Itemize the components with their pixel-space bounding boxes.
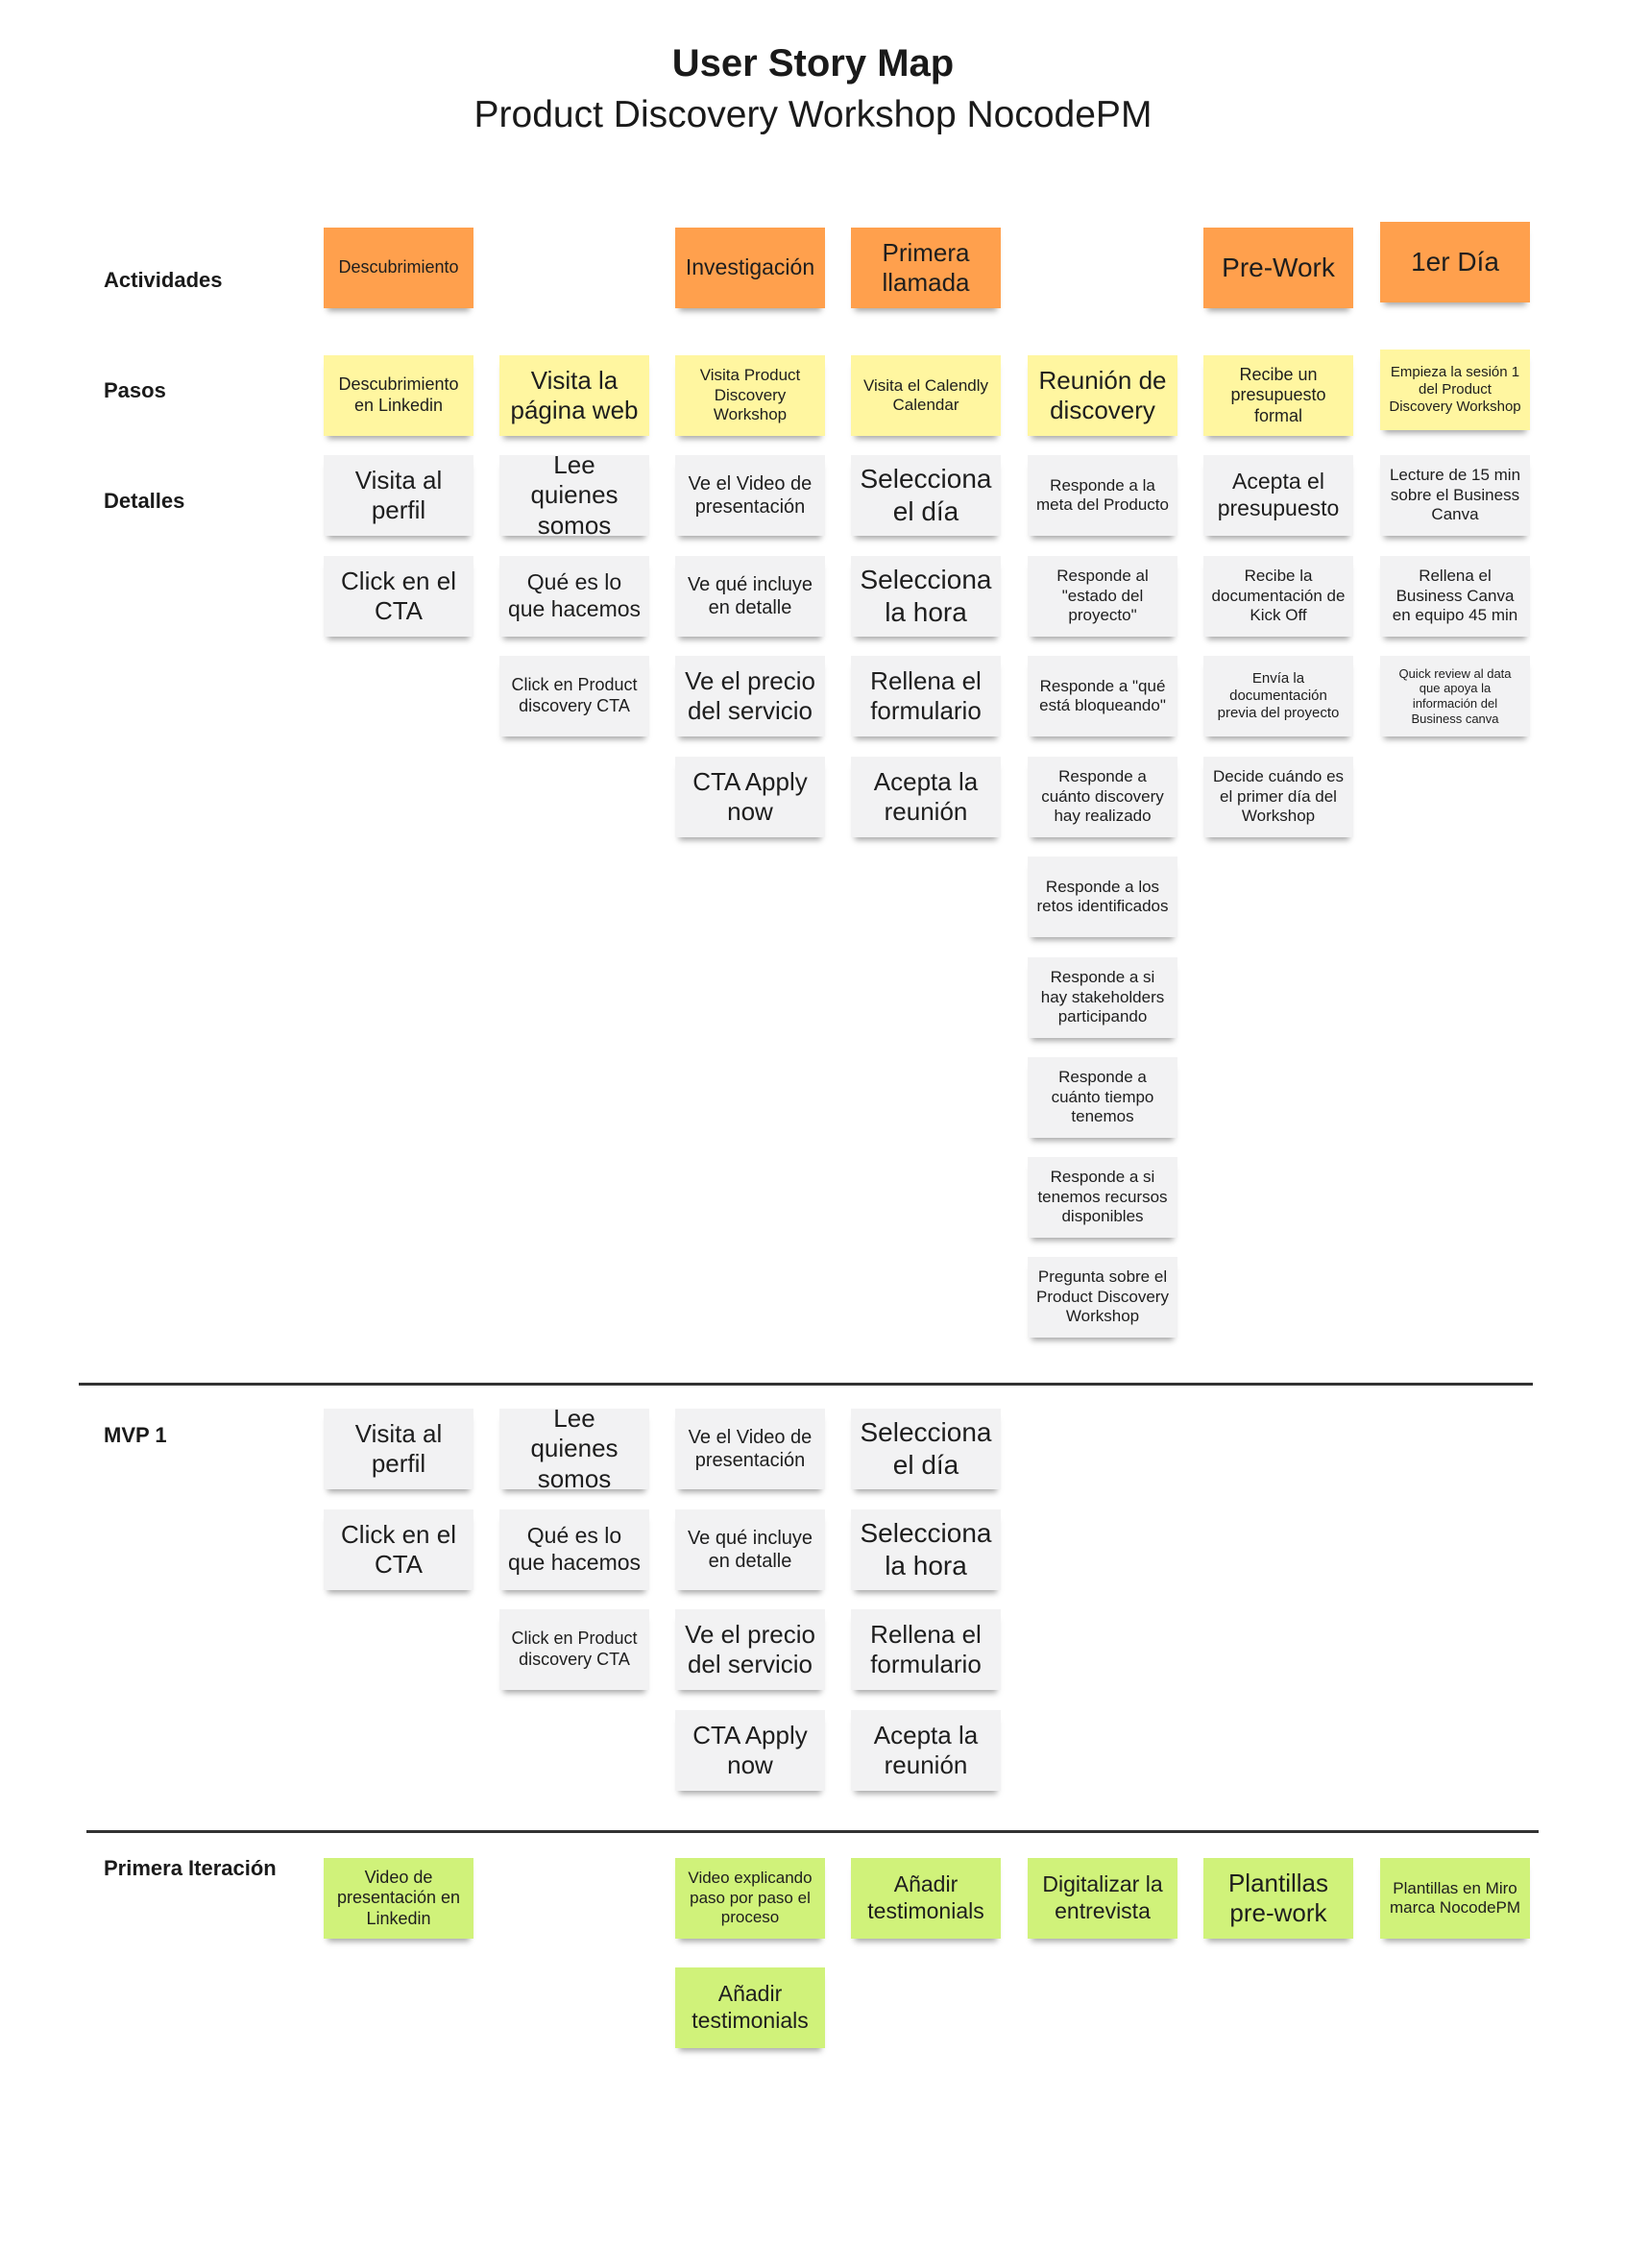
detail-note[interactable]: CTA Apply now <box>675 757 825 837</box>
iteration-note[interactable]: Añadir testimonials <box>675 1967 825 2048</box>
mvp-note[interactable]: CTA Apply now <box>675 1710 825 1791</box>
detail-note[interactable]: Rellena el formulario <box>851 656 1001 736</box>
detail-note[interactable]: Responde a los retos identificados <box>1028 857 1177 937</box>
detail-note[interactable]: Selecciona la hora <box>851 556 1001 637</box>
activity-note[interactable]: Pre-Work <box>1203 228 1353 308</box>
detail-note[interactable]: Acepta la reunión <box>851 757 1001 837</box>
detail-note[interactable]: Qué es lo que hacemos <box>499 556 649 637</box>
map-subtitle: Product Discovery Workshop NocodePM <box>473 94 1153 135</box>
mvp-note[interactable]: Click en Product discovery CTA <box>499 1609 649 1690</box>
mvp-note[interactable]: Acepta la reunión <box>851 1710 1001 1791</box>
detail-note[interactable]: Responde a si tenemos recursos disponibl… <box>1028 1157 1177 1238</box>
mvp-note[interactable]: Ve qué incluye en detalle <box>675 1509 825 1590</box>
detail-note[interactable]: Responde a si hay stakeholders participa… <box>1028 957 1177 1038</box>
step-note[interactable]: Empieza la sesión 1 del Product Discover… <box>1380 350 1530 430</box>
mvp-note[interactable]: Lee quienes somos <box>499 1404 649 1493</box>
detail-note[interactable]: Responde a cuánto tiempo tenemos <box>1028 1057 1177 1138</box>
detail-note[interactable]: Lecture de 15 min sobre el Business Canv… <box>1380 455 1530 536</box>
iteration-note[interactable]: Plantillas pre-work <box>1203 1858 1353 1939</box>
detail-note[interactable]: Click en Product discovery CTA <box>499 656 649 736</box>
activity-note[interactable]: Primera llamada <box>851 228 1001 308</box>
iteration-note[interactable]: Añadir testimonials <box>851 1858 1001 1939</box>
row-label-primera-iteracion: Primera Iteración <box>104 1856 277 1880</box>
step-note[interactable]: Visita la página web <box>499 355 649 436</box>
row-label-actividades: Actividades <box>104 268 223 292</box>
activity-note[interactable]: 1er Día <box>1380 222 1530 302</box>
detail-note[interactable]: Visita al perfil <box>324 455 473 536</box>
row-label-detalles: Detalles <box>104 489 185 513</box>
detail-note[interactable]: Envía la documentación previa del proyec… <box>1203 656 1353 736</box>
activity-note[interactable]: Descubrimiento <box>324 228 473 308</box>
detail-note[interactable]: Responde a cuánto discovery hay realizad… <box>1028 757 1177 837</box>
mvp-note[interactable]: Selecciona la hora <box>851 1509 1001 1590</box>
iteration-note[interactable]: Plantillas en Miro marca NocodePM <box>1380 1858 1530 1939</box>
mvp-note[interactable]: Ve el Video de presentación <box>675 1409 825 1489</box>
row-label-pasos: Pasos <box>104 378 166 402</box>
detail-note[interactable]: Acepta el presupuesto <box>1203 455 1353 536</box>
separator-mvp <box>79 1383 1533 1386</box>
detail-note[interactable]: Quick review al data que apoya la inform… <box>1380 656 1530 736</box>
detail-note[interactable]: Decide cuándo es el primer día del Works… <box>1203 757 1353 837</box>
mvp-note[interactable]: Click en el CTA <box>324 1509 473 1590</box>
detail-note[interactable]: Responde a la meta del Producto <box>1028 455 1177 536</box>
iteration-note[interactable]: Video de presentación en Linkedin <box>324 1858 473 1939</box>
row-label-mvp: MVP 1 <box>104 1423 167 1447</box>
mvp-note[interactable]: Ve el precio del servicio <box>675 1609 825 1690</box>
detail-note[interactable]: Ve el Video de presentación <box>675 455 825 536</box>
map-title: User Story Map <box>671 42 955 84</box>
separator-iteracion <box>86 1830 1539 1833</box>
detail-note[interactable]: Responde al "estado del proyecto" <box>1028 556 1177 637</box>
mvp-note[interactable]: Qué es lo que hacemos <box>499 1509 649 1590</box>
step-note[interactable]: Descubrimiento en Linkedin <box>324 355 473 436</box>
detail-note[interactable]: Click en el CTA <box>324 556 473 637</box>
step-note[interactable]: Recibe un presupuesto formal <box>1203 355 1353 436</box>
detail-note[interactable]: Responde a "qué está bloqueando" <box>1028 656 1177 736</box>
step-note[interactable]: Visita el Calendly Calendar <box>851 355 1001 436</box>
detail-note[interactable]: Lee quienes somos <box>499 450 649 540</box>
detail-note[interactable]: Ve qué incluye en detalle <box>675 556 825 637</box>
step-note[interactable]: Reunión de discovery <box>1028 355 1177 436</box>
step-note[interactable]: Visita Product Discovery Workshop <box>675 355 825 436</box>
detail-note[interactable]: Rellena el Business Canva en equipo 45 m… <box>1380 556 1530 637</box>
detail-note[interactable]: Pregunta sobre el Product Discovery Work… <box>1028 1257 1177 1338</box>
mvp-note[interactable]: Selecciona el día <box>851 1409 1001 1489</box>
detail-note[interactable]: Selecciona el día <box>851 455 1001 536</box>
iteration-note[interactable]: Digitalizar la entrevista <box>1028 1858 1177 1939</box>
iteration-note[interactable]: Video explicando paso por paso el proces… <box>675 1858 825 1939</box>
mvp-note[interactable]: Rellena el formulario <box>851 1609 1001 1690</box>
detail-note[interactable]: Recibe la documentación de Kick Off <box>1203 556 1353 637</box>
detail-note[interactable]: Ve el precio del servicio <box>675 656 825 736</box>
activity-note[interactable]: Investigación <box>675 228 825 308</box>
mvp-note[interactable]: Visita al perfil <box>324 1409 473 1489</box>
